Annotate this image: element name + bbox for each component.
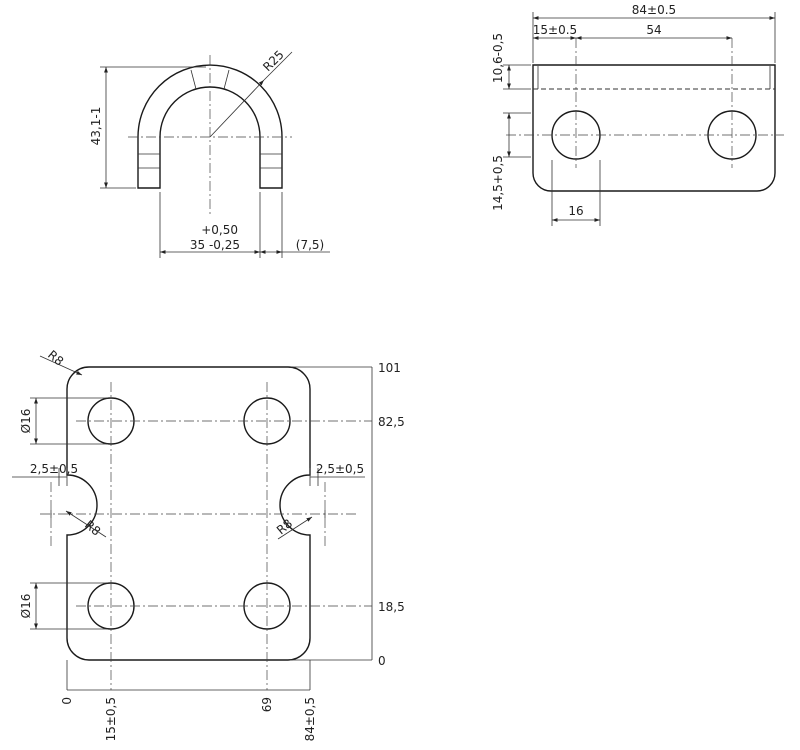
- width-tolerance-label: +0,50: [201, 223, 238, 237]
- side-view-outline: [532, 64, 776, 192]
- width-label: 35 -0,25: [190, 238, 240, 252]
- hole-diameter-bottom-label: Ø16: [19, 594, 33, 619]
- hole-diameter-top-label: Ø16: [19, 409, 33, 434]
- top-offset-label: 10,6-0,5: [491, 33, 505, 83]
- y-ordinate-82-5: 82,5: [378, 415, 405, 429]
- flat-plate-outline: [66, 366, 311, 661]
- center-height-label: 14,5+0,5: [491, 155, 505, 211]
- corner-radius-label: R8: [45, 348, 66, 369]
- thickness-label: (7,5): [296, 238, 324, 252]
- x-ordinate-69: 69: [260, 697, 274, 712]
- notch-radius-left-label: R8: [82, 518, 103, 539]
- hole-offset-label: 15±0.5: [533, 23, 577, 37]
- y-ordinate-0: 0: [378, 654, 386, 668]
- radius-label: R25: [260, 48, 287, 75]
- front-view: R25 43,1-1 +0,50 35 -0,25 (7,5): [89, 48, 330, 258]
- notch-radius-right-label: R8: [274, 516, 295, 537]
- hole-pitch-label: 54: [646, 23, 661, 37]
- flat-pattern-view: R8 Ø16 Ø16 2,5±0,5 2,5±0,5 R8 R8 101 82,…: [12, 348, 405, 741]
- x-ordinate-0: 0: [60, 697, 74, 705]
- x-ordinate-15: 15±0,5: [104, 697, 118, 741]
- height-label: 43,1-1: [89, 107, 103, 146]
- notch-depth-left-label: 2,5±0,5: [30, 462, 78, 476]
- overall-width-label: 84±0.5: [632, 3, 676, 17]
- y-ordinate-18-5: 18,5: [378, 600, 405, 614]
- side-view: 84±0.5 15±0.5 54 10,6-0,5 14,5+0,5 16: [491, 3, 784, 226]
- y-ordinate-101: 101: [378, 361, 401, 375]
- hole-diameter-label: 16: [568, 204, 583, 218]
- notch-depth-right-label: 2,5±0,5: [316, 462, 364, 476]
- x-ordinate-84: 84±0,5: [303, 697, 317, 741]
